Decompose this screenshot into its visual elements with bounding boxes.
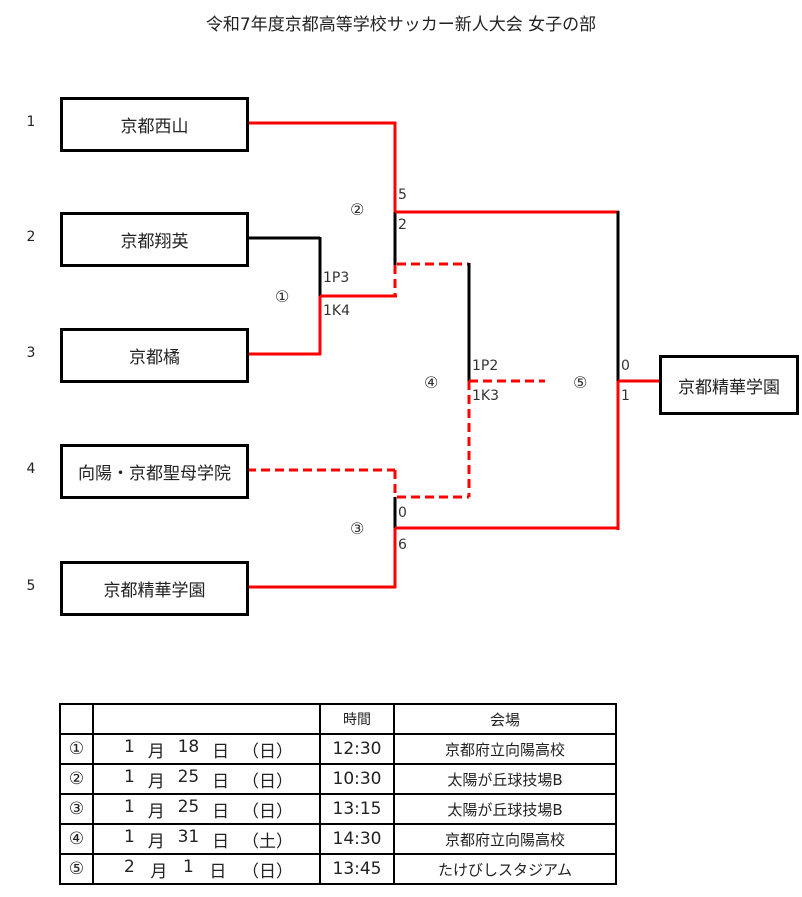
- time-cell: 13:15: [319, 793, 395, 825]
- seed-number: 3: [26, 345, 36, 361]
- day-unit: 日: [212, 771, 230, 792]
- day-unit: 日: [209, 861, 227, 882]
- score-label: 1: [621, 388, 630, 404]
- match-number: ⑤: [573, 373, 588, 392]
- score-label: 1K4: [323, 303, 350, 319]
- month: 1: [124, 796, 135, 817]
- team-box: 京都西山: [60, 97, 249, 152]
- match-no-cell: ②: [59, 763, 94, 795]
- match-number: ②: [350, 200, 365, 219]
- table-header-row: 時間 会場: [59, 703, 617, 735]
- header-cell: [59, 703, 94, 735]
- weekday: （日）: [241, 771, 293, 792]
- team-box: 京都橘: [60, 328, 249, 383]
- team-box: 京都精華学園: [60, 561, 249, 616]
- score-label: 1K3: [472, 388, 499, 404]
- day: 18: [177, 736, 200, 757]
- match-number: ④: [424, 373, 439, 392]
- champion-box: 京都精華学園: [659, 355, 799, 415]
- time-cell: 13:45: [319, 853, 395, 885]
- month-unit: 月: [150, 861, 168, 882]
- month: 1: [124, 736, 135, 757]
- venue-cell: たけびしスタジアム: [393, 853, 617, 885]
- month-unit: 月: [147, 831, 165, 852]
- weekday: （土）: [241, 831, 293, 852]
- match-number: ①: [275, 287, 290, 306]
- weekday: （日）: [241, 861, 293, 882]
- header-cell-venue: 会場: [393, 703, 617, 735]
- day-unit: 日: [212, 801, 230, 822]
- header-cell-time: 時間: [319, 703, 395, 735]
- match-no-cell: ③: [59, 793, 94, 825]
- seed-number: 2: [26, 229, 36, 245]
- day-unit: 日: [212, 741, 230, 762]
- header-cell: [92, 703, 321, 735]
- time-cell: 12:30: [319, 733, 395, 765]
- month-unit: 月: [147, 741, 165, 762]
- day: 25: [177, 796, 200, 817]
- venue-cell: 京都府立向陽高校: [393, 733, 617, 765]
- day: 31: [177, 826, 200, 847]
- venue-cell: 京都府立向陽高校: [393, 823, 617, 855]
- score-label: 0: [398, 505, 407, 521]
- match-number: ③: [350, 519, 365, 538]
- day: 25: [177, 766, 200, 787]
- time-cell: 10:30: [319, 763, 395, 795]
- page-title: 令和7年度京都高等学校サッカー新人大会 女子の部: [205, 15, 597, 35]
- seed-number: 5: [26, 578, 36, 594]
- time-cell: 14:30: [319, 823, 395, 855]
- match-no-cell: ④: [59, 823, 94, 855]
- seed-number: 4: [26, 461, 36, 477]
- score-label: 2: [398, 217, 407, 233]
- month-unit: 月: [147, 771, 165, 792]
- bracket-lines: [247, 121, 659, 589]
- score-label: 5: [398, 187, 407, 203]
- month-unit: 月: [147, 801, 165, 822]
- weekday: （日）: [241, 741, 293, 762]
- score-label: 0: [621, 358, 630, 374]
- venue-cell: 太陽が丘球技場B: [393, 763, 617, 795]
- team-box: 京都翔英: [60, 212, 249, 267]
- match-no-cell: ⑤: [59, 853, 94, 885]
- team-box: 向陽・京都聖母学院: [60, 444, 249, 499]
- day: 1: [182, 856, 194, 877]
- score-label: 1P3: [323, 270, 350, 286]
- score-label: 1P2: [472, 358, 499, 374]
- seed-number: 1: [26, 114, 36, 130]
- month: 2: [124, 856, 135, 877]
- venue-cell: 太陽が丘球技場B: [393, 793, 617, 825]
- day-unit: 日: [212, 831, 230, 852]
- match-no-cell: ①: [59, 733, 94, 765]
- month: 1: [124, 826, 135, 847]
- month: 1: [124, 766, 135, 787]
- weekday: （日）: [241, 801, 293, 822]
- score-label: 6: [398, 537, 407, 553]
